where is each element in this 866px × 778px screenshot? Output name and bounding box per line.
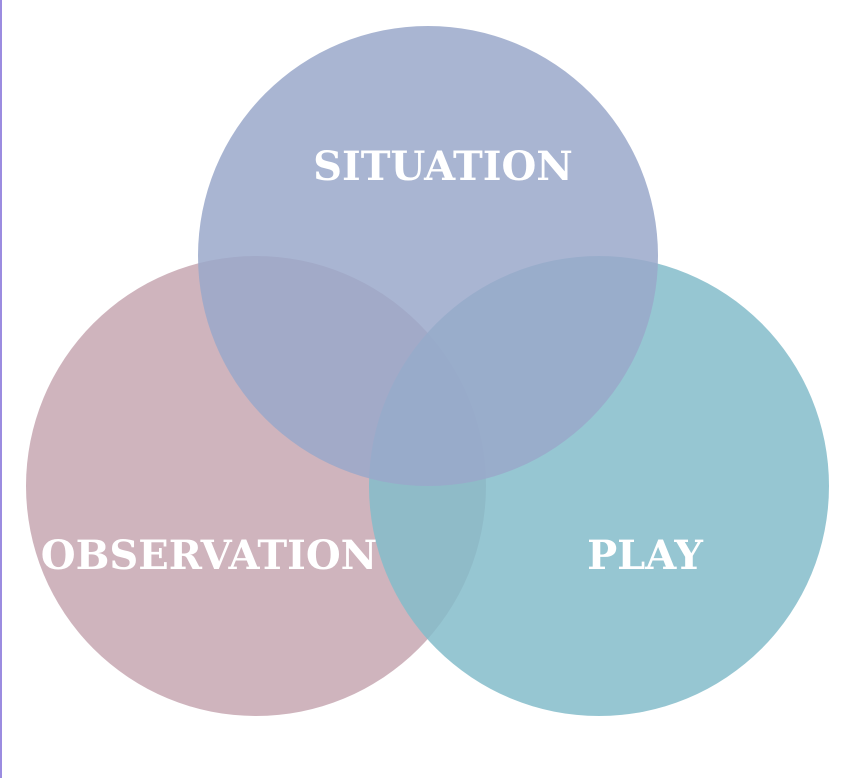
observation-label: OBSERVATION	[41, 532, 378, 579]
situation-circle	[198, 26, 658, 486]
play-label: PLAY	[587, 532, 703, 579]
venn-circles	[26, 26, 829, 716]
left-border-rule	[0, 0, 2, 778]
venn-labels: SITUATION OBSERVATION PLAY	[41, 143, 704, 579]
situation-label: SITUATION	[313, 143, 573, 190]
